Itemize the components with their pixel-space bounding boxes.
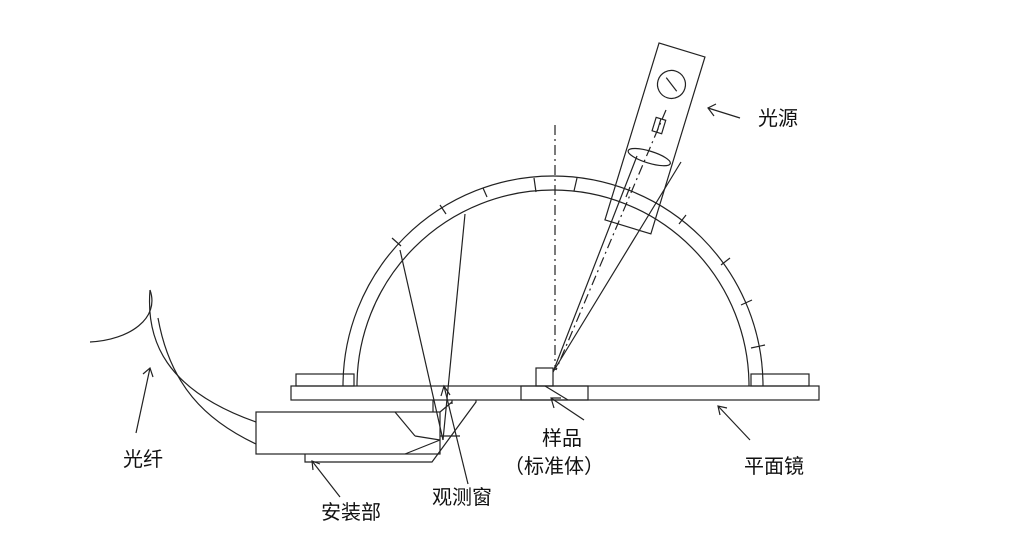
label-sample: 样品 bbox=[542, 426, 582, 450]
hemisphere-dome bbox=[342, 175, 766, 387]
label-sample-note: （标准体） bbox=[504, 454, 604, 478]
optical-fiber bbox=[89, 289, 257, 445]
dome-feet bbox=[295, 373, 810, 387]
label-mounting-part: 安装部 bbox=[321, 500, 381, 524]
reflected-rays bbox=[399, 213, 466, 441]
sample-block bbox=[520, 367, 589, 401]
light-source-housing bbox=[604, 42, 706, 235]
label-optical-fiber: 光纤 bbox=[123, 447, 163, 471]
pointer-arrows bbox=[135, 103, 751, 498]
label-light-source: 光源 bbox=[758, 106, 798, 130]
label-observation-window: 观测窗 bbox=[432, 485, 492, 509]
light-cone bbox=[552, 109, 682, 373]
mounting-part bbox=[255, 400, 477, 463]
label-plane-mirror: 平面镜 bbox=[744, 454, 804, 478]
